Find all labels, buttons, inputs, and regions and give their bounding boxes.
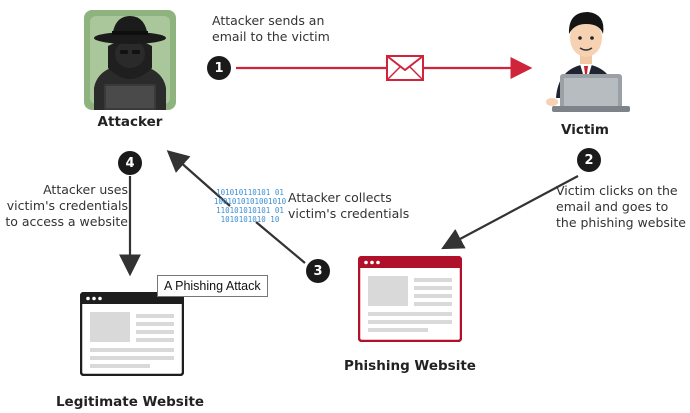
diagram-caption: A Phishing Attack xyxy=(157,275,268,297)
binary-data-graphic: 101010110101 01 1001010101001010 1101010… xyxy=(213,188,287,224)
legitimate-website-label: Legitimate Website xyxy=(55,394,205,410)
step-3-badge: 3 xyxy=(306,259,330,283)
attacker-label: Attacker xyxy=(97,114,163,130)
phishing-website-icon xyxy=(357,255,463,343)
arrow-victim-to-phishing xyxy=(441,175,579,250)
step-1-badge: 1 xyxy=(207,56,231,80)
step-4-badge: 4 xyxy=(118,151,142,175)
step-3-text: Attacker collects victim's credentials xyxy=(288,190,410,221)
victim-icon xyxy=(540,2,630,114)
phishing-website-label: Phishing Website xyxy=(344,358,476,374)
victim-label: Victim xyxy=(561,122,609,138)
step-1-text: Attacker sends an email to the victim xyxy=(212,13,330,44)
step-2-text: Victim clicks on the email and goes to t… xyxy=(556,183,686,230)
envelope-icon xyxy=(386,55,424,81)
arrow-credentials-to-attacker xyxy=(170,153,306,264)
legitimate-website-icon xyxy=(79,291,185,377)
step-2-badge: 2 xyxy=(577,148,601,172)
step-4-text: Attacker uses victim's credentials to ac… xyxy=(5,182,128,229)
attacker-icon xyxy=(84,10,176,110)
